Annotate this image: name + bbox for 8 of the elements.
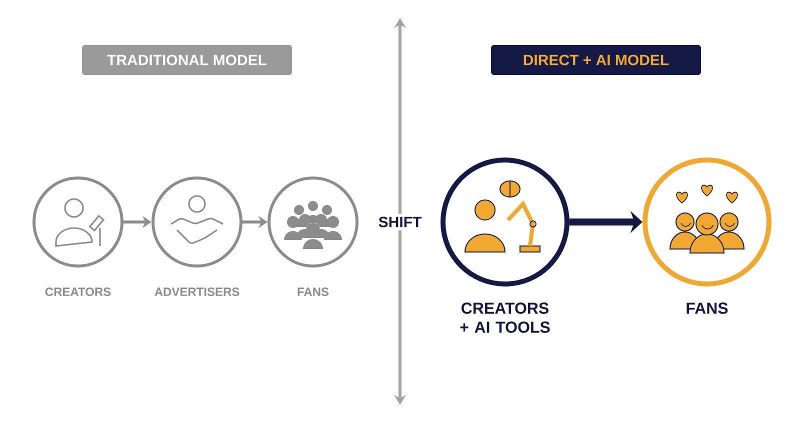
- shift-label: SHIFT: [375, 214, 425, 230]
- circle-caption: ADVERTISERS: [154, 288, 240, 296]
- circle-caption: FANS: [686, 302, 728, 314]
- model-heading: TRADITIONAL MODEL: [82, 45, 292, 75]
- model-heading: DIRECT + AI MODEL: [491, 45, 701, 75]
- circle-caption: CREATORS: [45, 288, 111, 296]
- circle-caption: CREATORS + AI TOOLS: [460, 302, 550, 333]
- circle-caption: FANS: [298, 288, 329, 296]
